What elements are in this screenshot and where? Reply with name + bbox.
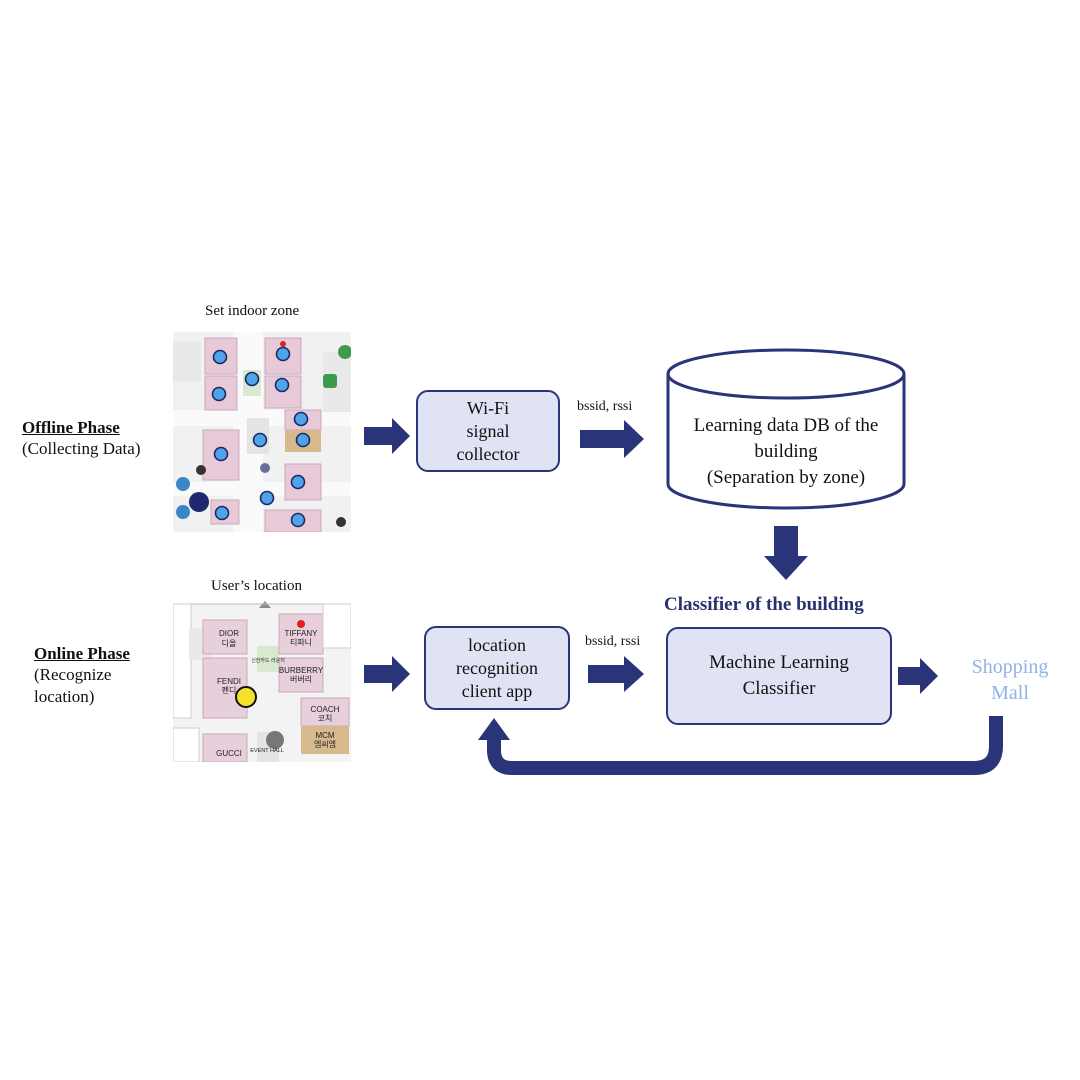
user-location-marker — [235, 686, 257, 708]
store-text: 펜디 — [222, 686, 237, 695]
online-map-caption: User’s location — [211, 578, 302, 594]
wifi-collector-label: Wi-Fi signal collector — [456, 397, 520, 464]
wifi-signal-collector: Wi-Fi signal collector — [416, 390, 560, 472]
store-text: GUCCI — [216, 749, 242, 758]
offline-phase-subtitle: (Collecting Data) — [22, 439, 141, 458]
arrow-collector-to-db — [580, 420, 644, 458]
store-text: MCM — [315, 731, 334, 740]
arrow-client-to-classifier — [588, 656, 644, 692]
store-text: 티파니 — [290, 637, 312, 647]
dark-icon — [336, 517, 346, 527]
blue-nav-icon — [176, 477, 190, 491]
classifier-title: Classifier of the building — [664, 594, 864, 615]
info-icon — [260, 463, 270, 473]
location-recognition-client-app: location recognition client app — [424, 626, 570, 710]
store-text: BURBERRY — [279, 666, 324, 675]
edge-label-bottom: bssid, rssi — [585, 634, 641, 649]
arrow-classifier-to-output — [898, 658, 938, 694]
online-phase-title: Online Phase — [34, 644, 130, 663]
feedback-loop-arrow — [478, 716, 1003, 775]
store-burberry — [278, 657, 324, 693]
output-shopping-mall: Shopping Mall — [971, 656, 1049, 704]
db-label: Learning data DB of the building (Separa… — [693, 415, 879, 488]
red-marker — [280, 341, 286, 347]
online-phase-subtitle: (Recognize location) — [34, 665, 112, 706]
store-lounge — [257, 646, 279, 672]
store-text: 엠씨엠 — [314, 739, 336, 749]
zone-markers — [211, 346, 311, 528]
blue-nav-icon — [176, 505, 190, 519]
green-icon — [338, 345, 351, 359]
store-text: DIOR — [219, 629, 239, 638]
client-app-label: location recognition client app — [456, 634, 538, 701]
green-icon — [323, 374, 337, 388]
offline-map-caption: Set indoor zone — [205, 303, 300, 319]
store-mcm — [301, 726, 349, 754]
store-text: 디올 — [222, 639, 237, 648]
edge-label-top: bssid, rssi — [577, 399, 633, 414]
store-dior — [202, 619, 248, 655]
red-marker — [297, 620, 305, 628]
offline-floor-map — [173, 332, 351, 532]
store-text: FENDI — [217, 677, 241, 686]
store-text: 버버리 — [290, 674, 312, 684]
machine-learning-classifier: Machine Learning Classifier — [666, 627, 892, 725]
store-text: COACH — [311, 705, 340, 714]
arrow-map-to-collector — [364, 418, 410, 454]
arrow-map-to-client — [364, 656, 410, 692]
learning-db-cylinder — [666, 348, 906, 510]
gray-icon — [266, 731, 284, 749]
store-text: 신한카드 라운지 — [251, 657, 285, 664]
dark-icon — [196, 465, 206, 475]
store-block — [173, 342, 201, 382]
store-block — [204, 337, 238, 375]
offline-phase-label: Offline Phase (Collecting Data) — [22, 418, 172, 460]
store-fendi — [202, 657, 248, 719]
online-phase-label: Online Phase (Recognize location) — [34, 644, 164, 708]
offline-phase-title: Offline Phase — [22, 418, 120, 437]
store-gucci — [202, 733, 248, 762]
store-text: 코치 — [318, 714, 333, 723]
online-floor-map: DIOR 디올 TIFFANY 티파니 BURBERRY 버버리 FENDI 펜… — [173, 598, 351, 762]
ml-classifier-label: Machine Learning Classifier — [709, 652, 849, 699]
navy-icon — [189, 492, 209, 512]
arrow-db-to-classifier — [764, 526, 808, 580]
store-text: TIFFANY — [285, 629, 319, 638]
store-text: EVENT HALL — [250, 748, 284, 754]
